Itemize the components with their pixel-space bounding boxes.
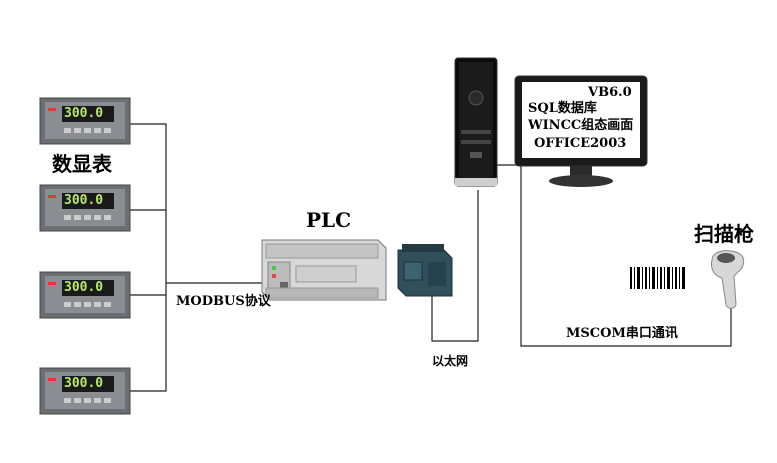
meter-4-line <box>130 305 167 392</box>
meter-lcd <box>62 193 114 209</box>
meter-4-reading: 300.0 <box>64 376 104 391</box>
monitor-line-1: VB6.0 <box>588 85 632 100</box>
meter-key <box>74 302 81 307</box>
barcode-bar <box>682 267 685 289</box>
plc-led <box>272 274 276 278</box>
plc-terminal-bottom <box>265 287 379 299</box>
drive-slot <box>461 140 491 144</box>
barcode-bar <box>660 267 662 289</box>
meter-key <box>94 215 101 220</box>
meter-key <box>74 398 81 403</box>
monitor-stand <box>549 175 613 187</box>
ethernet-line <box>431 190 479 342</box>
meter-key <box>74 128 81 133</box>
scanner-gun-icon <box>711 250 745 309</box>
meter-lcd <box>62 376 114 392</box>
plc-led <box>272 266 276 270</box>
hp-logo-icon <box>468 90 484 106</box>
module-panel <box>428 262 446 286</box>
pc-monitor <box>514 75 648 187</box>
meter-led <box>48 195 56 198</box>
plc-port <box>280 282 288 290</box>
monitor-neck <box>570 166 592 176</box>
display-meters-label: 数显表 <box>52 152 112 176</box>
barcode-bar <box>630 267 632 289</box>
meter-key <box>84 302 91 307</box>
meter-lcd <box>62 280 114 296</box>
meter-key <box>104 398 111 403</box>
meter-key <box>104 215 111 220</box>
module-port <box>403 261 423 281</box>
monitor-screen <box>522 82 640 158</box>
meter-led <box>48 282 56 285</box>
barcode-bar <box>645 267 647 289</box>
mscom-line <box>496 164 732 347</box>
monitor-line-4: OFFICE2003 <box>534 136 627 151</box>
meter-1-reading: 300.0 <box>64 106 104 121</box>
display-meter-1 <box>39 97 131 145</box>
scanner-label: 扫描枪 <box>694 222 754 246</box>
display-meter-2 <box>39 184 131 232</box>
barcode-bar <box>634 267 635 289</box>
monitor-line-3: WINCC组态画面 <box>528 118 634 133</box>
meter-key <box>64 302 71 307</box>
plc-unit <box>261 239 387 301</box>
meter-key <box>94 398 101 403</box>
ethernet-label: 以太网 <box>432 354 469 368</box>
meter-led <box>48 108 56 111</box>
barcode-icon <box>630 267 685 289</box>
barcode-bar <box>664 267 665 289</box>
monitor-line-2: SQL数据库 <box>528 101 597 116</box>
barcode-bar <box>637 267 640 289</box>
meter-2-reading: 300.0 <box>64 193 104 208</box>
meter-key <box>74 215 81 220</box>
meter-key <box>64 215 71 220</box>
scanner-body <box>711 250 745 309</box>
barcode-bar <box>657 267 658 289</box>
meter-key <box>94 128 101 133</box>
meter-key <box>84 128 91 133</box>
scanner-head <box>717 253 735 263</box>
tower-front <box>459 62 493 182</box>
meter-key <box>84 215 91 220</box>
ethernet-module <box>397 244 453 297</box>
barcode-bar <box>667 267 670 289</box>
meter-key <box>104 302 111 307</box>
meter-lcd <box>62 106 114 122</box>
pc-tower <box>454 57 498 187</box>
module-top-connector <box>402 244 444 252</box>
drive-slot <box>461 130 491 134</box>
meter-1-line <box>130 123 167 305</box>
connection-lines <box>130 123 732 392</box>
meter-led <box>48 378 56 381</box>
barcode-bar <box>652 267 655 289</box>
plc-terminal-top <box>265 243 379 259</box>
plc-label: PLC <box>306 208 352 232</box>
meter-key <box>84 398 91 403</box>
barcode-bar <box>642 267 643 289</box>
barcode-bar <box>675 267 677 289</box>
meter-key <box>104 128 111 133</box>
display-meter-3 <box>39 271 131 319</box>
meter-3-reading: 300.0 <box>64 280 104 295</box>
display-meter-4 <box>39 367 131 415</box>
barcode-bar <box>672 267 673 289</box>
tower-base <box>455 178 497 186</box>
front-ports <box>470 152 482 158</box>
barcode-bar <box>679 267 680 289</box>
meter-key <box>64 128 71 133</box>
meter-key <box>94 302 101 307</box>
meter-key <box>64 398 71 403</box>
barcode-bar <box>649 267 650 289</box>
plc-status-panel <box>295 265 357 283</box>
modbus-label: MODBUS协议 <box>176 294 271 309</box>
mscom-label: MSCOM串口通讯 <box>566 326 678 341</box>
